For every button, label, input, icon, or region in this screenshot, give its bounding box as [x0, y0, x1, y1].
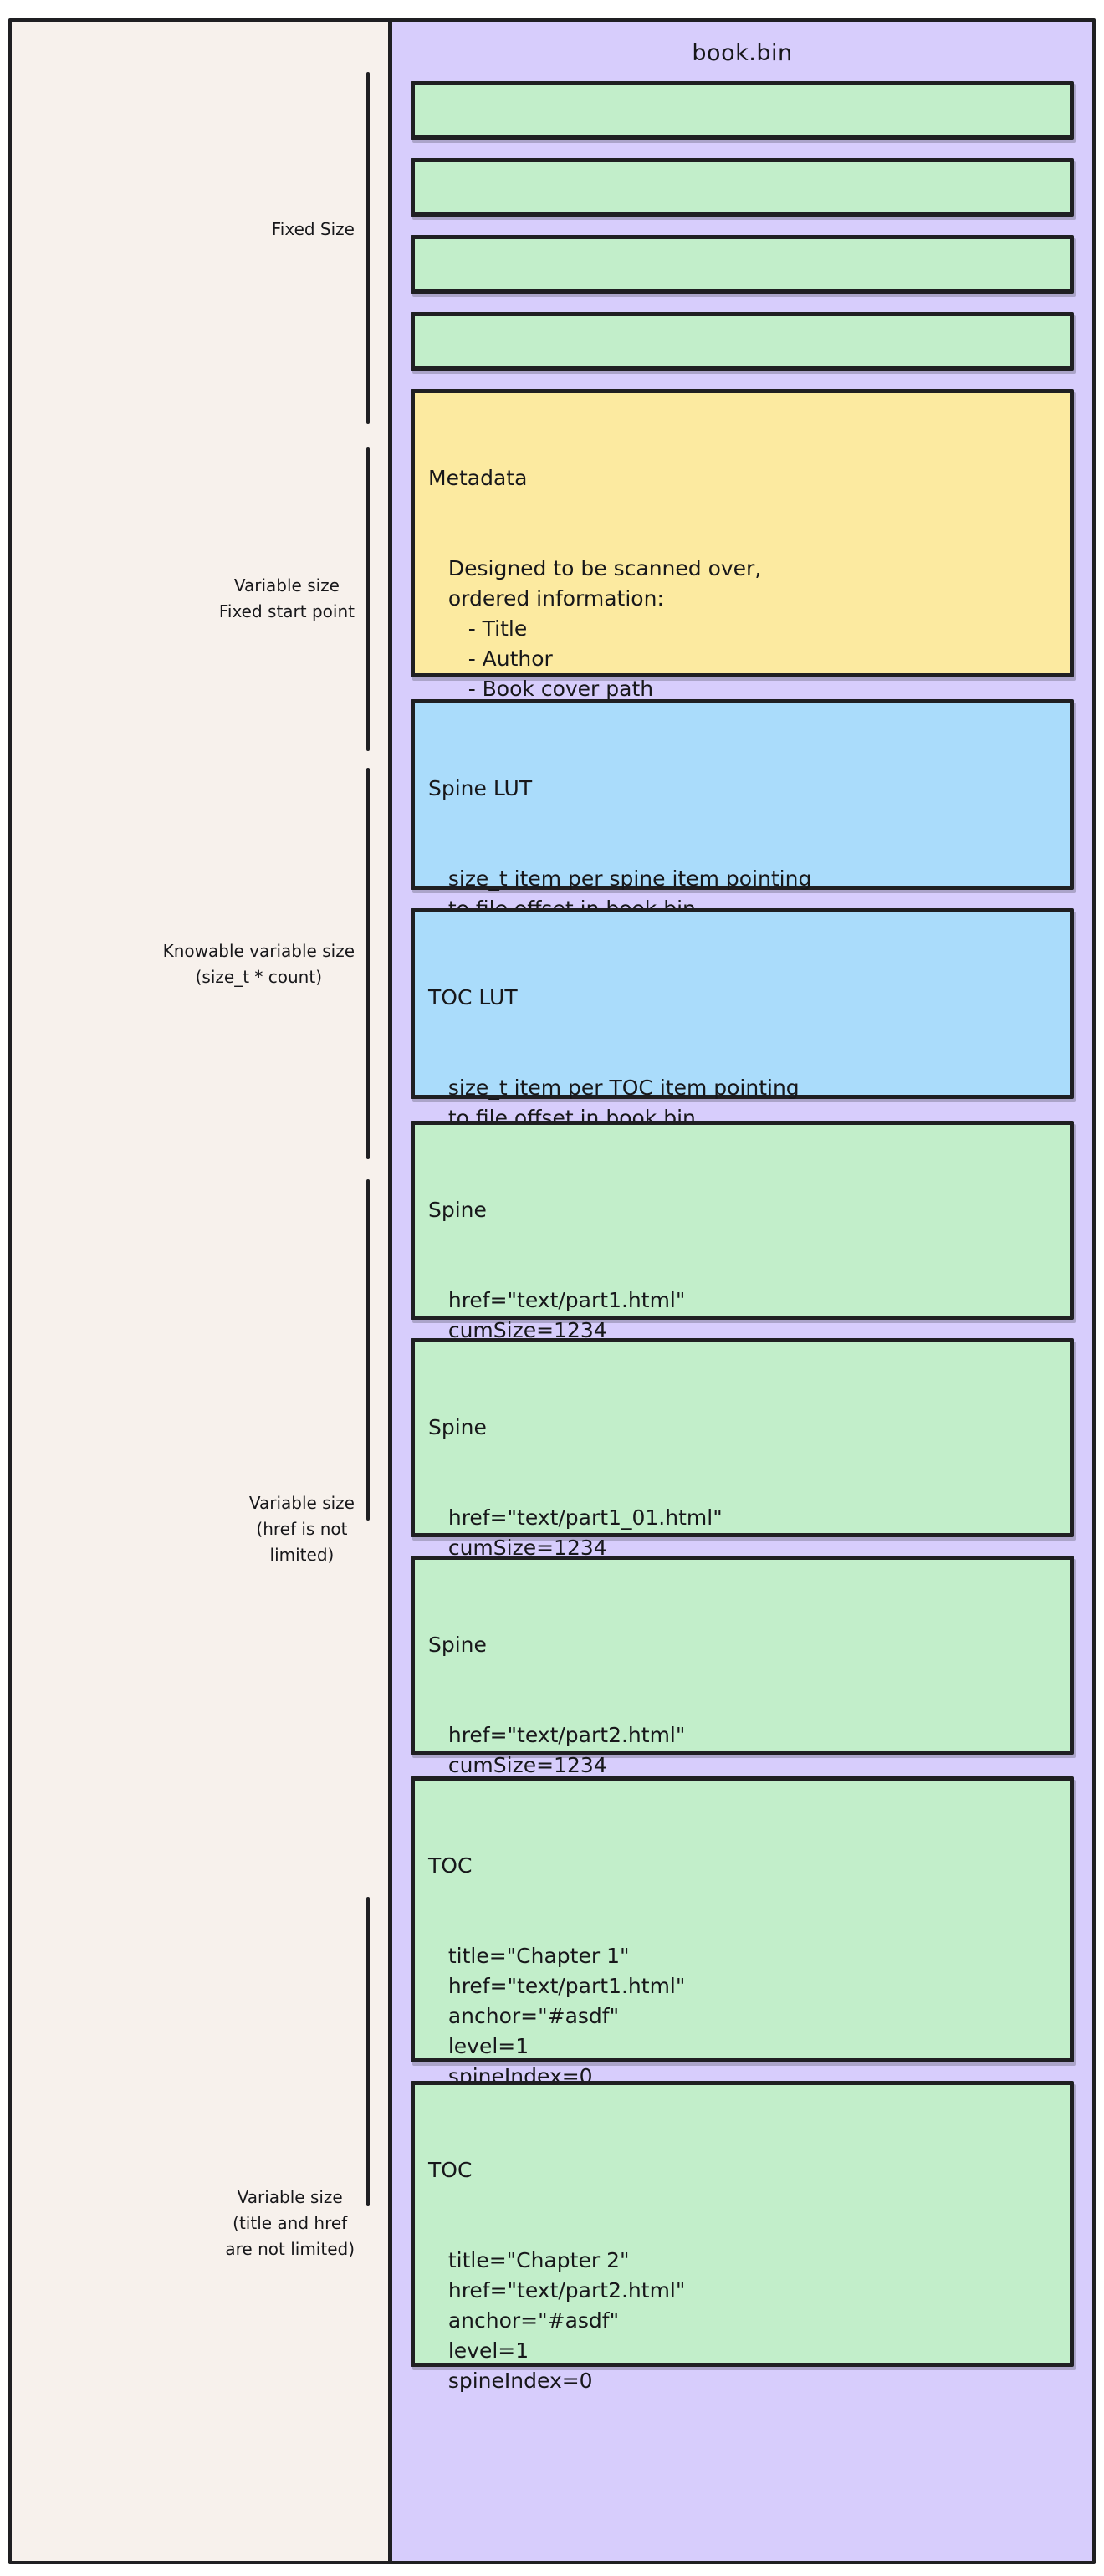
- block-spine-3-label: Spine: [428, 1633, 487, 1657]
- block-spine-3: Spine href="text/part2.html" cumSize=123…: [411, 1556, 1074, 1807]
- block-version: VERSION = 1: [411, 81, 1074, 204]
- block-spine-1: Spine href="text/part1.html" cumSize=123…: [411, 1121, 1074, 1372]
- annotation-label-metadata: Variable size Fixed start point: [218, 575, 355, 621]
- file-title: book.bin: [692, 40, 793, 66]
- diagram-frame: Fixed Size Variable size Fixed start poi…: [8, 18, 1096, 2564]
- block-toc-2-label: TOC: [428, 2158, 473, 2182]
- block-spine-1-label: Spine: [428, 1198, 487, 1222]
- bracket-lut: [366, 768, 370, 1159]
- annotation-label-fixed-size: Fixed Size: [271, 219, 355, 239]
- block-toc-2-body: title="Chapter 2" href="text/part2.html"…: [447, 2248, 686, 2393]
- annotation-group-fixed-size: Fixed Size: [12, 22, 388, 437]
- block-lut-offset: LUT Offset: [411, 158, 1074, 281]
- file-layout-panel: book.bin VERSION = 1 LUT Offset Spine co…: [392, 22, 1092, 2561]
- block-metadata-label: Metadata: [428, 466, 528, 490]
- bracket-spine: [366, 1179, 370, 1521]
- bracket-toc: [366, 1897, 370, 2206]
- annotation-label-spine: Variable size (href is not limited): [248, 1492, 355, 1565]
- block-toc-lut-label: TOC LUT: [428, 985, 518, 1009]
- annotation-label-toc: Variable size (title and href are not li…: [225, 2186, 355, 2259]
- bracket-metadata: [366, 447, 370, 751]
- block-spine-lut-label: Spine LUT: [428, 776, 533, 800]
- block-metadata-body: Designed to be scanned over, ordered inf…: [447, 556, 762, 701]
- block-toc-1-body: title="Chapter 1" href="text/part1.html"…: [447, 1944, 686, 2088]
- block-toc-lut: TOC LUT size_t item per TOC item pointin…: [411, 908, 1074, 1130]
- annotation-label-lut: Knowable variable size (size_t * count): [162, 941, 355, 987]
- annotation-group-spine: Variable size (href is not limited): [12, 1169, 388, 1889]
- block-spine-lut: Spine LUT size_t item per spine item poi…: [411, 699, 1074, 921]
- bracket-fixed-size: [366, 72, 370, 424]
- block-spine-count: Spine count: [411, 235, 1074, 358]
- block-toc-1: TOC title="Chapter 1" href="text/part1.h…: [411, 1776, 1074, 2088]
- block-toc-2: TOC title="Chapter 2" href="text/part2.h…: [411, 2081, 1074, 2393]
- block-metadata: Metadata Designed to be scanned over, or…: [411, 389, 1074, 701]
- annotation-panel: Fixed Size Variable size Fixed start poi…: [12, 22, 392, 2561]
- block-spine-2: Spine href="text/part1_01.html" cumSize=…: [411, 1338, 1074, 1590]
- block-toc-1-label: TOC: [428, 1853, 473, 1878]
- annotation-group-metadata: Variable size Fixed start point: [12, 437, 388, 759]
- annotation-group-toc: Variable size (title and href are not li…: [12, 1889, 388, 2558]
- annotation-group-lut: Knowable variable size (size_t * count): [12, 759, 388, 1169]
- block-spine-2-label: Spine: [428, 1415, 487, 1439]
- block-toc-count: TOC count: [411, 312, 1074, 435]
